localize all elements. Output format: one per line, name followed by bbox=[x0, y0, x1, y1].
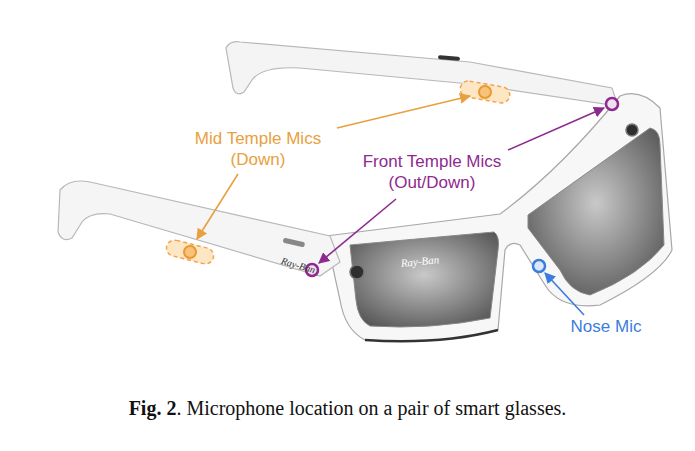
camera-lens bbox=[350, 265, 364, 279]
leader-arrow bbox=[319, 199, 396, 263]
far-temple-arm bbox=[226, 42, 618, 106]
near-temple-arm bbox=[58, 181, 340, 276]
frame-bottom-rim bbox=[365, 330, 498, 341]
leader-arrow bbox=[337, 96, 470, 128]
mic-region bbox=[165, 238, 215, 265]
callout-label: Nose Mic bbox=[551, 316, 661, 337]
right-lens bbox=[528, 128, 664, 295]
mic-region bbox=[459, 80, 511, 104]
caption-text: . Microphone location on a pair of smart… bbox=[176, 397, 566, 419]
mic-dot bbox=[533, 260, 545, 272]
leader-arrow bbox=[197, 174, 238, 239]
figure-caption: Fig. 2. Microphone location on a pair of… bbox=[0, 397, 695, 420]
leader-arrow bbox=[545, 273, 584, 315]
arm-slot bbox=[438, 55, 460, 61]
left-lens bbox=[350, 232, 499, 327]
caption-number: Fig. 2 bbox=[129, 397, 177, 419]
mic-dot bbox=[184, 246, 196, 258]
arm-slot bbox=[283, 238, 306, 248]
front-frame bbox=[326, 94, 672, 342]
callout-label: Mid Temple Mics (Down) bbox=[183, 128, 333, 171]
leader-arrow bbox=[508, 108, 604, 150]
mic-dot bbox=[606, 98, 618, 110]
mic-dot bbox=[479, 86, 491, 98]
callout-label: Front Temple Mics (Out/Down) bbox=[352, 151, 512, 194]
camera-lens bbox=[626, 124, 638, 136]
